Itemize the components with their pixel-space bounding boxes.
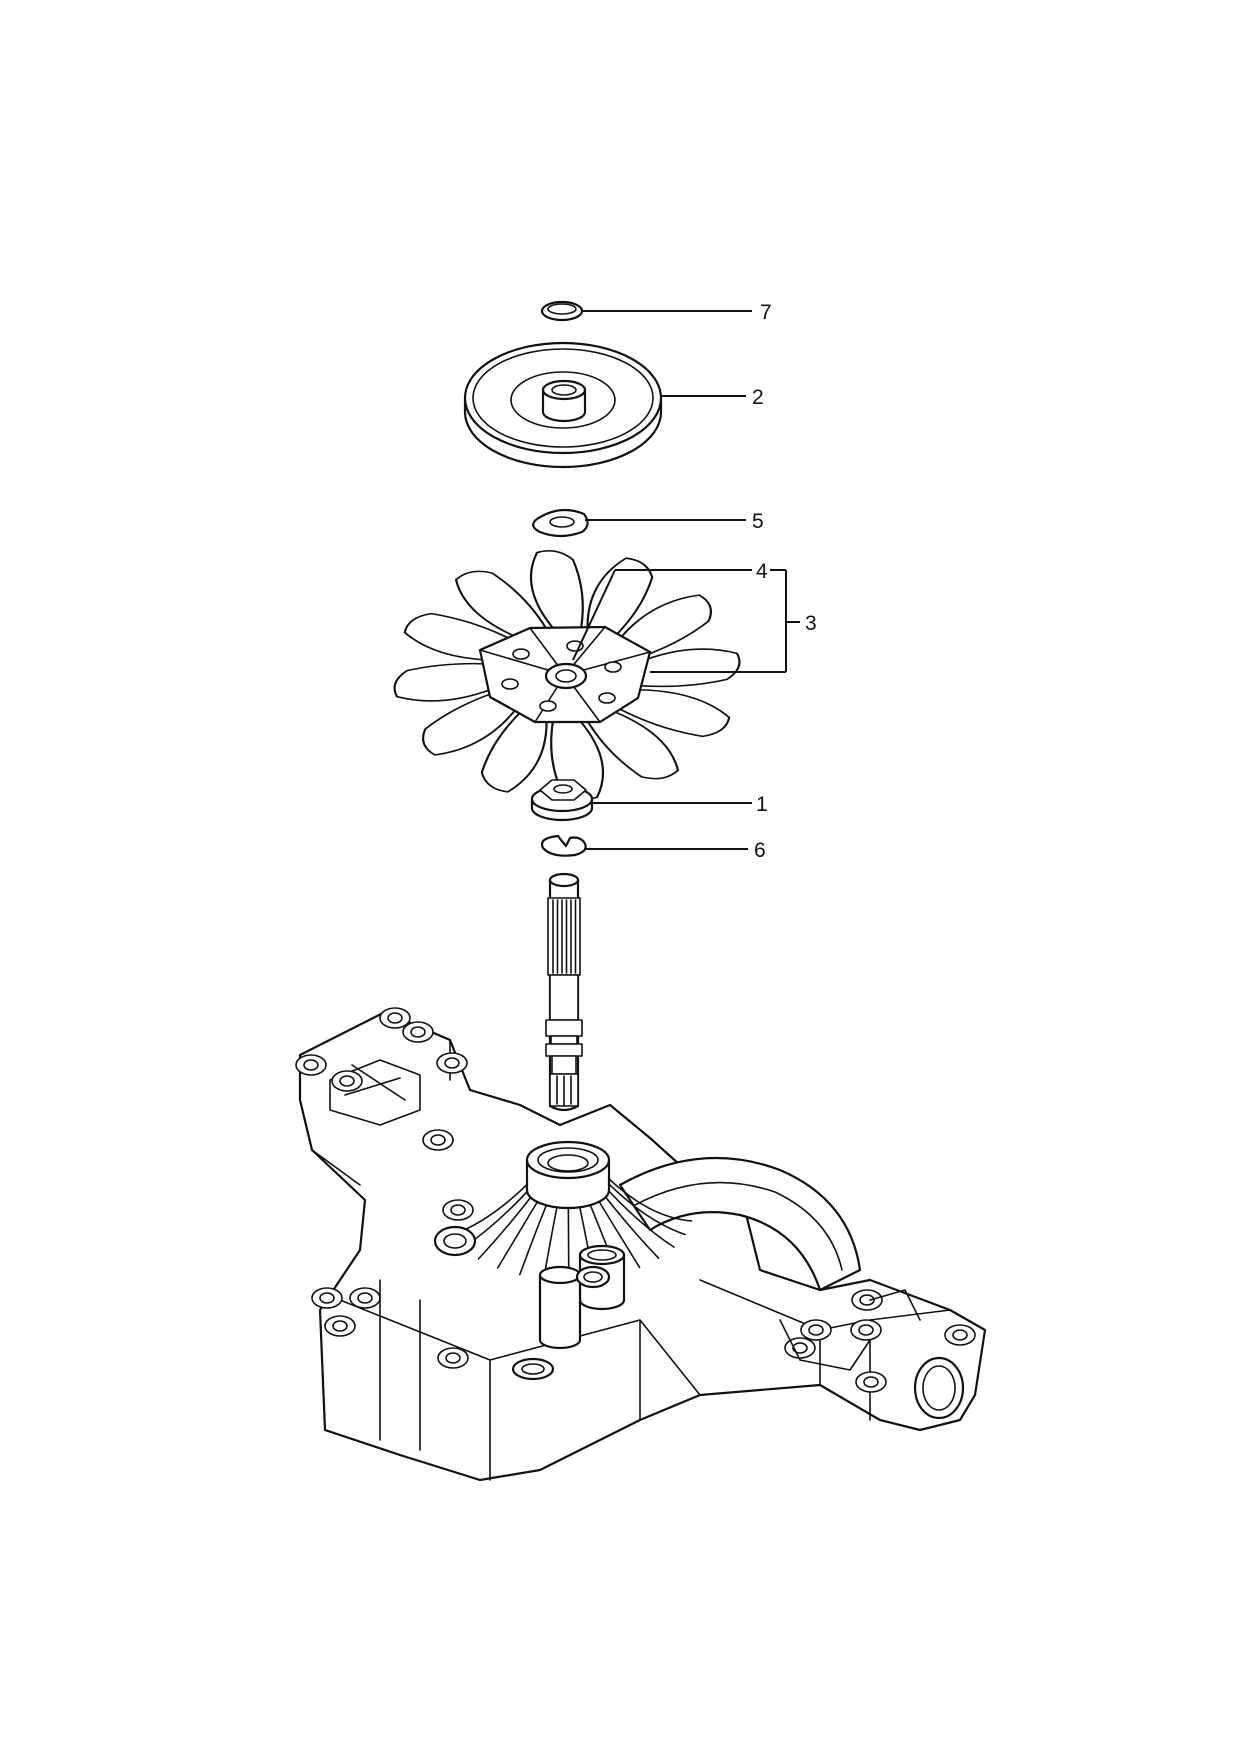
callout-7: 7	[760, 301, 772, 324]
mount-boss	[295, 1054, 327, 1076]
retaining-ring	[540, 300, 584, 322]
mount-boss	[349, 1287, 381, 1309]
mount-boss	[379, 1007, 411, 1029]
transaxle-housing	[295, 1007, 987, 1482]
mount-boss	[800, 1319, 832, 1341]
callout-4: 4	[756, 560, 768, 583]
callout-6: 6	[754, 839, 766, 862]
e-clip	[540, 834, 587, 857]
mount-boss	[442, 1199, 474, 1221]
fan-blade	[585, 708, 680, 780]
callout-3: 3	[805, 612, 817, 635]
fan-blade	[454, 570, 549, 642]
nut	[530, 779, 594, 822]
mount-boss	[944, 1324, 976, 1346]
callout-1: 1	[756, 793, 768, 816]
mount-boss	[850, 1319, 882, 1341]
mount-boss	[331, 1070, 363, 1092]
mount-boss	[436, 1052, 468, 1074]
fan-blade	[529, 550, 584, 632]
fan-blade	[393, 662, 507, 702]
mount-boss	[324, 1315, 356, 1337]
mount-boss	[437, 1347, 469, 1369]
fan-blade	[586, 557, 654, 641]
fan-blade	[614, 689, 731, 738]
wave-washer	[532, 508, 589, 538]
fan-blade	[480, 709, 548, 793]
drive-shaft	[545, 872, 583, 1112]
mount-boss	[422, 1129, 454, 1151]
leader-lines	[572, 310, 800, 850]
fan-blade	[627, 648, 741, 688]
pulley	[463, 341, 663, 469]
fan-assembly	[393, 550, 741, 800]
mount-boss	[402, 1021, 434, 1043]
mount-boss	[855, 1371, 887, 1393]
fan-blade	[613, 594, 712, 662]
callout-5: 5	[752, 510, 764, 533]
housing-rib	[604, 1179, 686, 1236]
housing-rib	[606, 1176, 693, 1222]
mount-boss	[311, 1287, 343, 1309]
mount-boss	[851, 1289, 883, 1311]
fan-blade	[422, 688, 521, 756]
mount-boss	[784, 1337, 816, 1359]
callout-2: 2	[752, 386, 764, 409]
fan-hub	[544, 662, 588, 690]
